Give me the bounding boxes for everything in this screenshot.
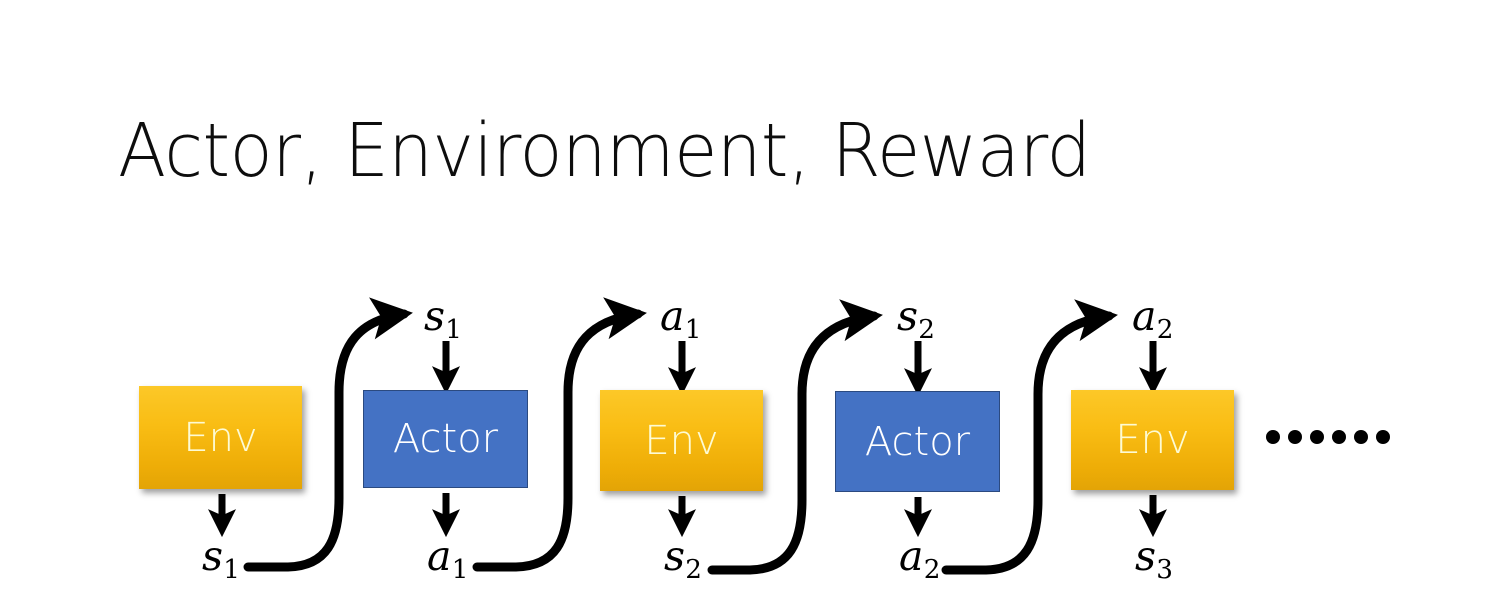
label-top-a1: a1	[660, 296, 701, 343]
label-bottom-a1-subscript: 1	[451, 554, 469, 585]
label-bottom-a1-symbol: a	[427, 532, 452, 580]
ellipsis-dot	[1376, 430, 1390, 444]
label-bottom-s3: s3	[1135, 536, 1173, 583]
label-bottom-s2-symbol: s	[664, 532, 686, 580]
label-top-a1-subscript: 1	[684, 314, 702, 345]
node-actor-1[interactable]: Actor	[363, 390, 528, 488]
label-top-s1: s1	[424, 296, 462, 343]
label-bottom-a2-symbol: a	[899, 532, 924, 580]
label-bottom-a1: a1	[427, 536, 468, 583]
label-bottom-s3-subscript: 3	[1156, 554, 1173, 585]
label-top-a1-symbol: a	[660, 292, 685, 340]
ellipsis-dot	[1354, 430, 1368, 444]
ellipsis-dot	[1332, 430, 1346, 444]
label-top-s2-subscript: 2	[918, 314, 935, 345]
page-title: Actor, Environment, Reward	[118, 108, 1091, 194]
node-env-1-label: Env	[183, 414, 258, 461]
node-actor-1-label: Actor	[392, 416, 499, 462]
node-actor-2-label: Actor	[864, 418, 971, 465]
ellipsis-dot	[1310, 430, 1324, 444]
label-bottom-s1: s1	[202, 536, 240, 583]
label-top-s1-subscript: 1	[445, 314, 462, 345]
label-bottom-s2-subscript: 2	[685, 554, 702, 585]
label-top-a2-symbol: a	[1132, 292, 1157, 340]
ellipsis-dot	[1266, 430, 1280, 444]
label-bottom-a2-subscript: 2	[923, 554, 941, 585]
label-top-a2: a2	[1132, 296, 1173, 343]
label-top-a2-subscript: 2	[1156, 314, 1174, 345]
label-top-s2: s2	[897, 296, 935, 343]
label-top-s2-symbol: s	[897, 292, 919, 340]
label-bottom-s1-symbol: s	[202, 532, 224, 580]
label-bottom-s1-subscript: 1	[223, 554, 240, 585]
node-env-2[interactable]: Env	[600, 390, 763, 491]
ellipsis-dot	[1288, 430, 1302, 444]
node-env-3[interactable]: Env	[1071, 390, 1234, 490]
label-bottom-a2: a2	[899, 536, 940, 583]
node-env-1[interactable]: Env	[139, 386, 302, 489]
node-env-3-label: Env	[1115, 417, 1190, 463]
label-bottom-s2: s2	[664, 536, 702, 583]
node-env-2-label: Env	[644, 417, 719, 464]
ellipsis-continuation	[1266, 430, 1390, 444]
node-actor-2[interactable]: Actor	[835, 391, 1000, 492]
label-bottom-s3-symbol: s	[1135, 532, 1157, 580]
label-top-s1-symbol: s	[424, 292, 446, 340]
